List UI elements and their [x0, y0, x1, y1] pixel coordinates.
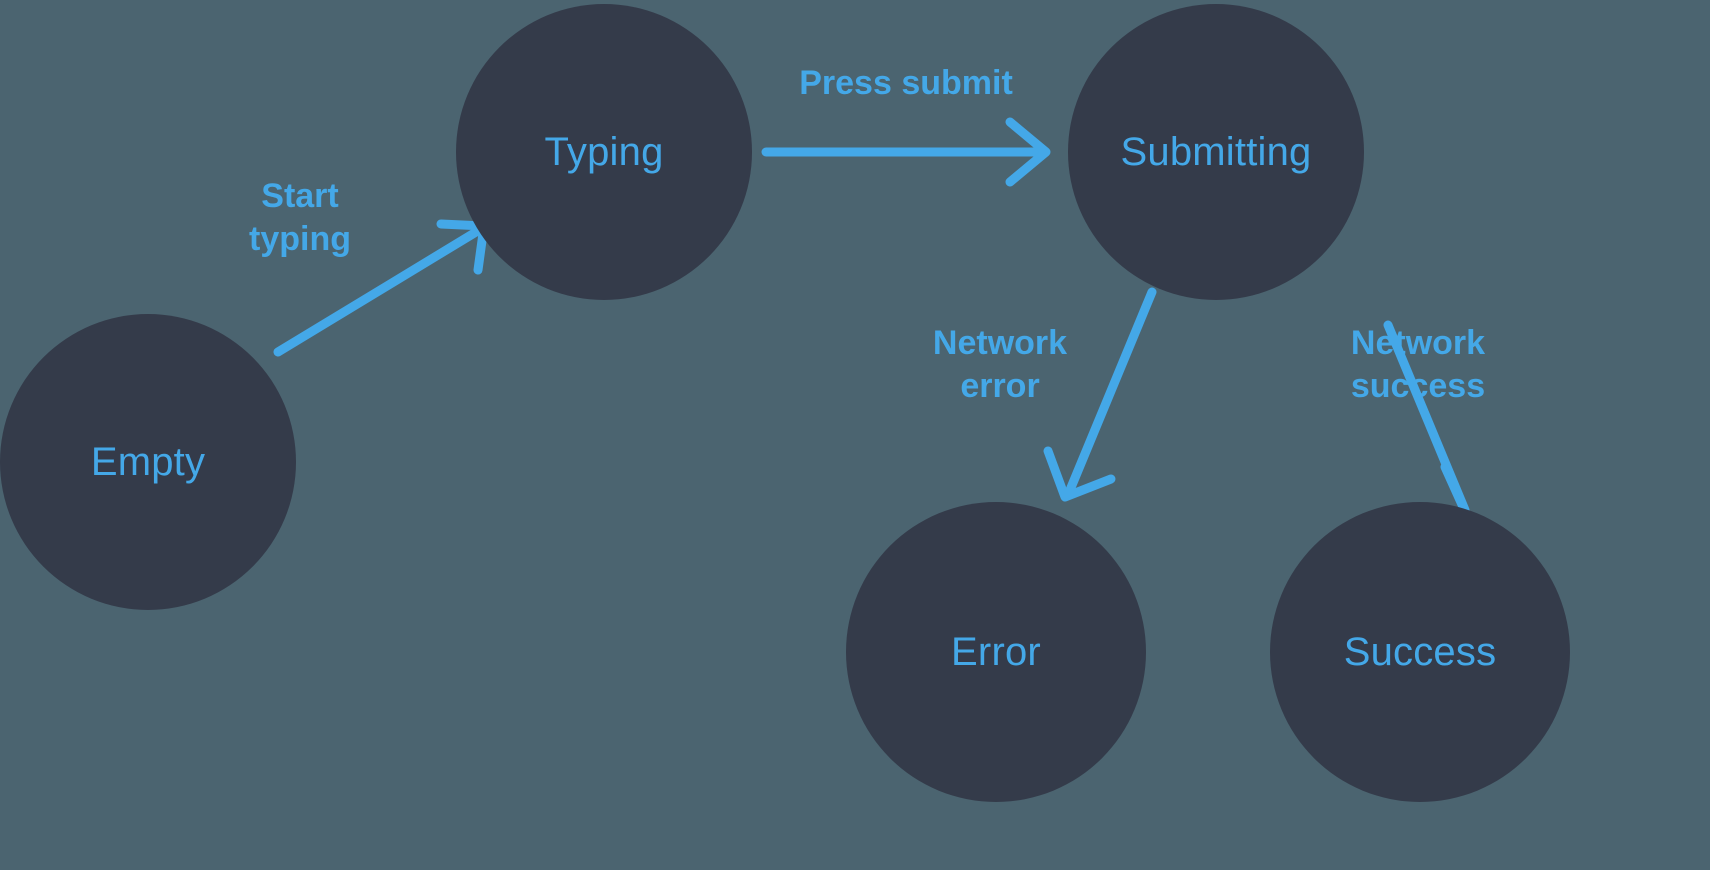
state-node-success[interactable]: Success — [1270, 502, 1570, 802]
state-node-label-empty: Empty — [90, 440, 206, 484]
state-node-label-error: Error — [951, 630, 1041, 674]
arrowhead-typing-to-submitting — [1005, 117, 1051, 187]
state-node-label-typing: Typing — [544, 130, 664, 174]
state-node-label-success: Success — [1343, 630, 1497, 674]
edge-label-network-success: Network success — [1350, 324, 1486, 405]
edge-submitting-to-error — [1043, 287, 1157, 502]
edge-label-press-submit: Press submit — [799, 64, 1013, 102]
edge-line-empty-to-typing — [273, 227, 481, 357]
state-node-empty[interactable]: Empty — [0, 314, 296, 610]
edge-line-submitting-to-error — [1065, 287, 1157, 495]
edge-label-start-typing: Start typing — [249, 177, 351, 258]
state-node-label-submitting: Submitting — [1120, 130, 1312, 174]
state-node-submitting[interactable]: Submitting — [1068, 4, 1364, 300]
arrowhead-submitting-to-error — [1043, 446, 1116, 502]
state-node-error[interactable]: Error — [846, 502, 1146, 802]
state-node-typing[interactable]: Typing — [456, 4, 752, 300]
edge-typing-to-submitting — [761, 117, 1051, 187]
edge-label-network-error: Network error — [932, 324, 1068, 405]
